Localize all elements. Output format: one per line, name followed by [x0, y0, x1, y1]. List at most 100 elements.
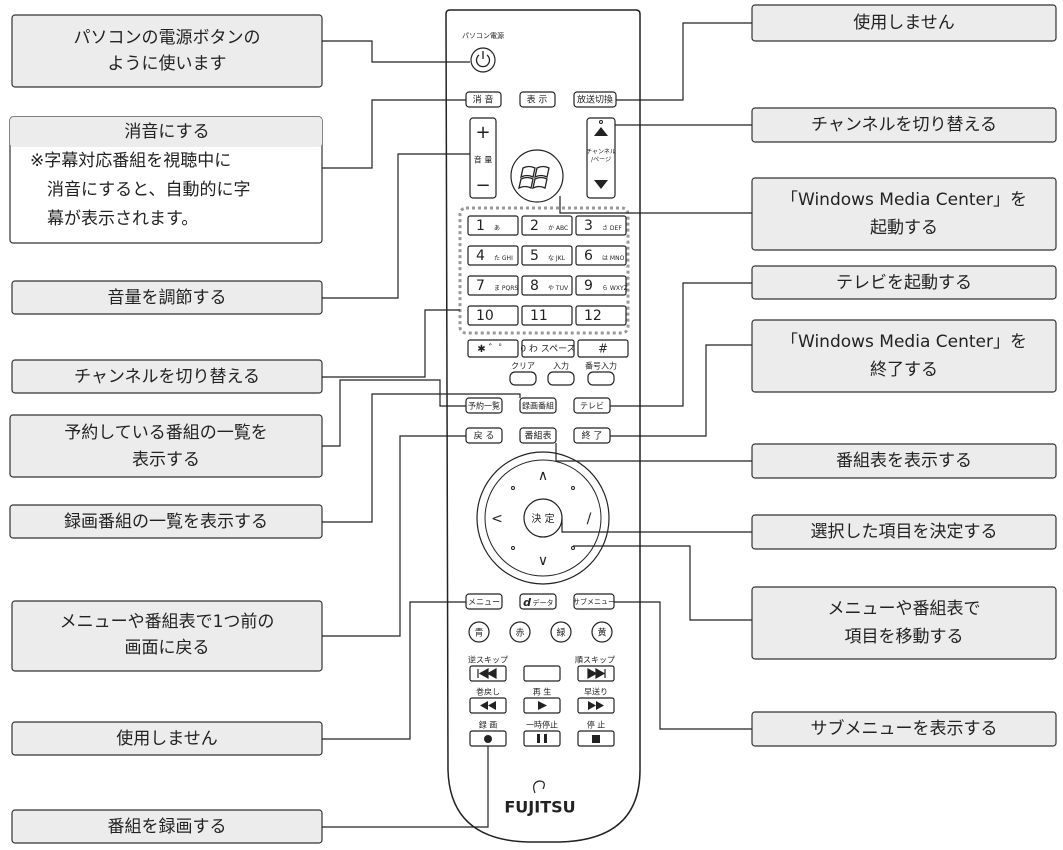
- fujitsu-logo: FUJITSU: [504, 780, 576, 817]
- channel-rocker[interactable]: [586, 117, 616, 199]
- blue-button[interactable]: [468, 621, 490, 643]
- down-arrow-icon: ∨: [538, 553, 548, 569]
- callout-wmc-start-line2: 起動する: [870, 218, 938, 238]
- callout-unused-right: 使用しません: [853, 12, 955, 33]
- number-key-7[interactable]: [467, 275, 519, 296]
- end-label: 終 了: [582, 430, 603, 442]
- pause-label: 一時停止: [526, 720, 558, 730]
- green-button[interactable]: [550, 621, 572, 643]
- number-key-12[interactable]: [575, 305, 627, 326]
- callout-channel-left: チャンネルを切り替える: [74, 367, 260, 387]
- power-button[interactable]: [470, 47, 496, 73]
- star-key-label: ✱ ゛゜: [477, 343, 509, 355]
- hash-key[interactable]: [577, 339, 629, 358]
- ffwd-icon: [588, 701, 604, 710]
- red-button[interactable]: [509, 621, 531, 643]
- display-button[interactable]: [519, 91, 556, 108]
- number-key-6[interactable]: [575, 245, 627, 266]
- number-key-label: 10: [476, 308, 494, 324]
- number-key-label: 8: [530, 278, 539, 294]
- zero-key[interactable]: [521, 339, 575, 358]
- number-key-label: 7: [476, 278, 485, 294]
- skip-back-icon: [477, 667, 497, 680]
- dpad-corner-dot: [511, 546, 515, 550]
- submenu-label: サブメニュー: [573, 597, 615, 606]
- menu-label: メニュー: [468, 598, 500, 607]
- ffwd-label: 早送り: [584, 687, 608, 697]
- power-icon: [475, 51, 491, 68]
- callout-submenu: サブメニューを表示する: [811, 718, 998, 739]
- mute-label: 消 音: [473, 94, 494, 106]
- number-key-5[interactable]: [521, 245, 573, 266]
- data-button[interactable]: [519, 593, 557, 610]
- callout-power-line1: パソコンの電源ボタンの: [74, 28, 261, 48]
- callout-move-line2: 項目を移動する: [845, 627, 964, 647]
- recorded-button[interactable]: [519, 397, 557, 414]
- callout-mute-header: [10, 117, 322, 147]
- clear-label: クリア: [511, 362, 535, 371]
- callout-unused-left: 使用しません: [116, 728, 218, 749]
- number-key-label: 11: [530, 308, 548, 324]
- display-label: 表 示: [527, 94, 548, 106]
- number-key-11[interactable]: [521, 305, 573, 326]
- number-key-2[interactable]: [521, 215, 573, 236]
- svg-text:FUJITSU: FUJITSU: [504, 798, 575, 817]
- number-key-sublabel: あ: [494, 225, 500, 232]
- tv-label: テレビ: [580, 402, 604, 411]
- broadcast-switch-label: 放送切換: [577, 94, 613, 106]
- volume-label: 音 量: [474, 155, 493, 165]
- up-arrow-icon: ∧: [538, 468, 548, 484]
- number-key-label: 3: [584, 218, 593, 234]
- number-key-label: 2: [530, 218, 539, 234]
- callout-menu-back-line1: メニューや番組表で1つ前の: [60, 612, 275, 632]
- star-key[interactable]: [467, 339, 519, 358]
- callout-reservation-line1: 予約している番組の一覧を: [64, 423, 268, 443]
- volume-rocker[interactable]: [469, 117, 497, 199]
- channel-dot: [599, 120, 603, 124]
- callout-menu-back-line2: 画面に戻る: [125, 638, 210, 658]
- clear-button[interactable]: [509, 371, 537, 386]
- dpad-corner-dot: [511, 486, 515, 490]
- number-key-9[interactable]: [575, 275, 627, 296]
- hash-key-label: #: [598, 342, 608, 356]
- blank-button[interactable]: [523, 665, 561, 682]
- number-key-8[interactable]: [521, 275, 573, 296]
- number-key-label: 9: [584, 278, 593, 294]
- yellow-button[interactable]: [591, 621, 613, 643]
- input-button[interactable]: [547, 371, 575, 386]
- callout-wmc-start-box: [751, 177, 1057, 251]
- stop-label: 停 止: [587, 720, 606, 730]
- data-d-icon: d: [523, 596, 531, 609]
- number-key-sublabel: さ DEF: [602, 225, 622, 232]
- callout-tv-start: テレビを起動する: [836, 273, 972, 293]
- leader-lines: [322, 22, 752, 828]
- number-key-10[interactable]: [467, 305, 519, 326]
- number-input-label: 番号入力: [585, 361, 617, 371]
- skip-back-label: 逆スキップ: [468, 655, 508, 665]
- channel-label-2: /ページ: [591, 157, 611, 164]
- callout-move-box: [751, 586, 1057, 660]
- play-label: 再 生: [533, 687, 552, 697]
- number-key-sublabel: か ABC: [548, 225, 568, 232]
- number-key-1[interactable]: [467, 215, 519, 236]
- callout-mute-title: 消音にする: [124, 122, 209, 142]
- callout-mute-note-1: ※字幕対応番組を視聴中に: [30, 151, 231, 171]
- number-key-label: 1: [476, 218, 485, 234]
- play-icon: [538, 701, 547, 710]
- volume-plus-label: +: [475, 122, 490, 143]
- windows-logo-icon: [518, 165, 550, 190]
- number-key-label: 4: [476, 248, 485, 264]
- stop-icon: [592, 735, 600, 743]
- pause-button[interactable]: [523, 730, 561, 747]
- guide-button[interactable]: [519, 427, 557, 444]
- right-arrow-icon: /: [587, 511, 592, 527]
- number-key-4[interactable]: [467, 245, 519, 266]
- number-key-sublabel: な JKL: [548, 255, 566, 262]
- volume-minus-label: −: [475, 175, 490, 196]
- number-input-button[interactable]: [587, 371, 615, 386]
- number-key-3[interactable]: [575, 215, 627, 236]
- skip-fwd-label: 順スキップ: [575, 656, 615, 665]
- callout-power-line2: ように使います: [108, 53, 227, 74]
- input-label: 入力: [553, 361, 569, 371]
